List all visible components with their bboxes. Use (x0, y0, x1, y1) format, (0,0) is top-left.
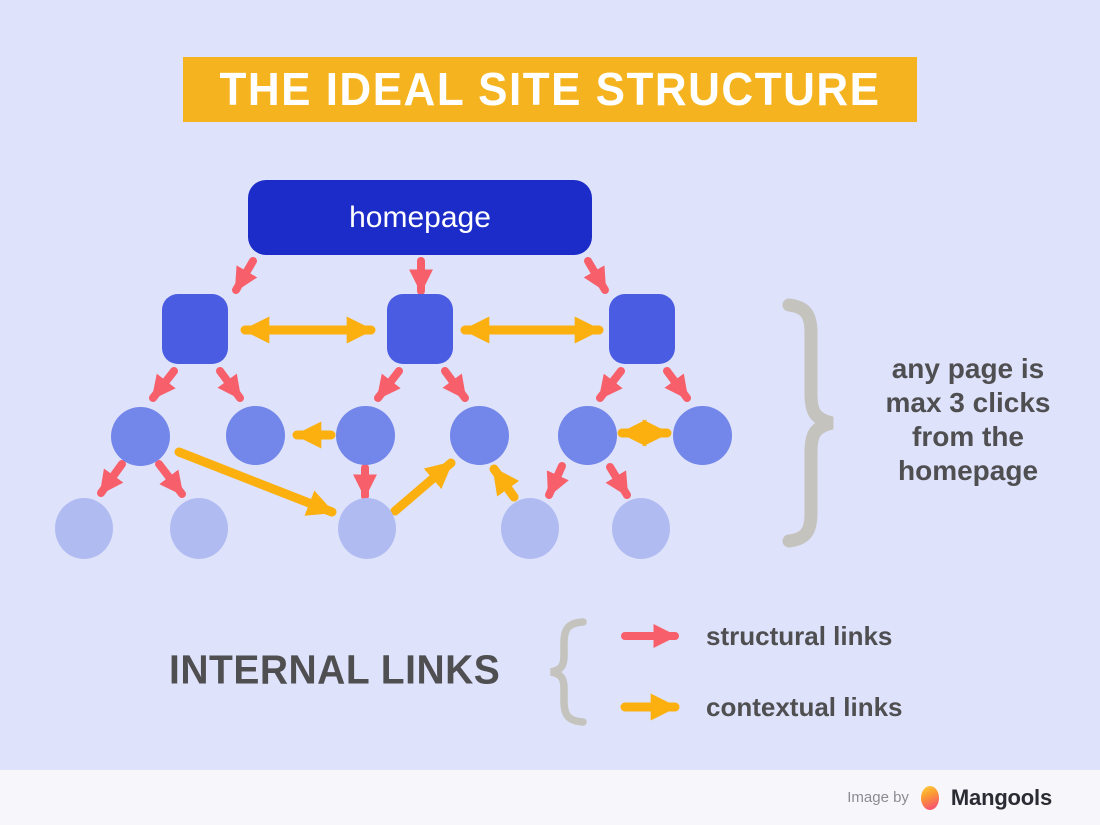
structural-link-arrow (663, 367, 691, 402)
page-title: THE IDEAL SITE STRUCTURE (219, 63, 881, 115)
brace-right-icon (782, 298, 834, 548)
homepage-node: homepage (248, 180, 592, 255)
structural-link-arrow (441, 367, 469, 402)
page-node-2 (170, 498, 228, 559)
title-banner: THE IDEAL SITE STRUCTURE (183, 57, 917, 122)
category-node-1 (162, 294, 228, 364)
structural-link-arrow (232, 257, 258, 294)
homepage-label: homepage (349, 200, 491, 234)
structural-link-arrow (149, 367, 178, 402)
legend-item-structural: structural links (706, 621, 893, 651)
page-node-4 (501, 498, 559, 559)
subcategory-node-5 (558, 406, 617, 465)
subcategory-node-3 (336, 406, 395, 465)
legend-item-contextual: contextual links (706, 692, 903, 722)
subcategory-node-6 (673, 406, 732, 465)
structural-link-arrow (583, 257, 609, 294)
structural-link-arrow (545, 462, 569, 499)
contextual-link-arrow (390, 458, 456, 516)
structural-link-arrow (216, 367, 244, 402)
page-node-5 (612, 498, 670, 559)
image-credit-text: Image by (847, 789, 909, 806)
mangools-logo-icon (920, 785, 939, 810)
category-node-2 (387, 294, 453, 364)
structural-link-arrow (155, 460, 186, 498)
structural-link-arrow (596, 367, 625, 402)
annotation-text: any page is max 3 clicks from the homepa… (885, 353, 1051, 486)
structural-link-arrow (374, 367, 403, 402)
contextual-link-arrow (489, 464, 520, 502)
legend-heading: INTERNAL LINKS (169, 647, 501, 694)
structural-link-arrow (605, 463, 631, 499)
category-node-3 (609, 294, 675, 364)
page-node-3 (338, 498, 396, 559)
structural-link-arrow (97, 460, 126, 497)
subcategory-node-1 (111, 407, 170, 466)
brand-name: Mangools (950, 784, 1052, 810)
legend-brace-icon (550, 618, 587, 726)
subcategory-node-2 (226, 406, 285, 465)
subcategory-node-4 (450, 406, 509, 465)
page-node-1 (55, 498, 113, 559)
footer-bar: Image by Mangools (0, 770, 1100, 825)
